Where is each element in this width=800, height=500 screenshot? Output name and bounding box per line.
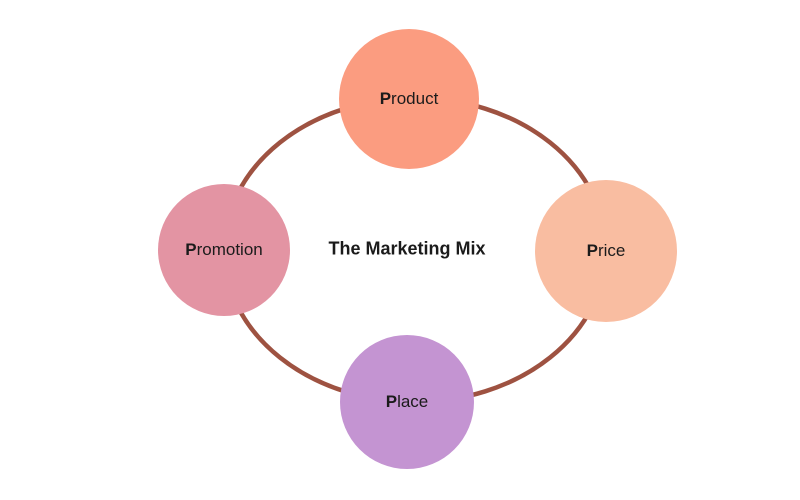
node-product-label: Product bbox=[380, 89, 439, 109]
node-promotion-label-initial: P bbox=[185, 240, 197, 259]
node-price-label: Price bbox=[587, 241, 626, 261]
node-promotion-label-rest: romotion bbox=[196, 240, 263, 259]
node-product: Product bbox=[339, 29, 479, 169]
node-place-label-rest: lace bbox=[397, 392, 429, 411]
node-price: Price bbox=[535, 180, 677, 322]
node-product-label-rest: roduct bbox=[391, 89, 439, 108]
node-place-label: Place bbox=[386, 392, 429, 412]
node-product-label-initial: P bbox=[379, 89, 392, 108]
node-price-label-rest: rice bbox=[597, 241, 626, 260]
node-promotion-label: Promotion bbox=[185, 240, 262, 260]
node-promotion: Promotion bbox=[158, 184, 290, 316]
node-place-label-initial: P bbox=[385, 392, 398, 411]
diagram-title: The Marketing Mix bbox=[328, 238, 486, 259]
node-price-label-initial: P bbox=[586, 241, 598, 260]
node-place: Place bbox=[340, 335, 474, 469]
